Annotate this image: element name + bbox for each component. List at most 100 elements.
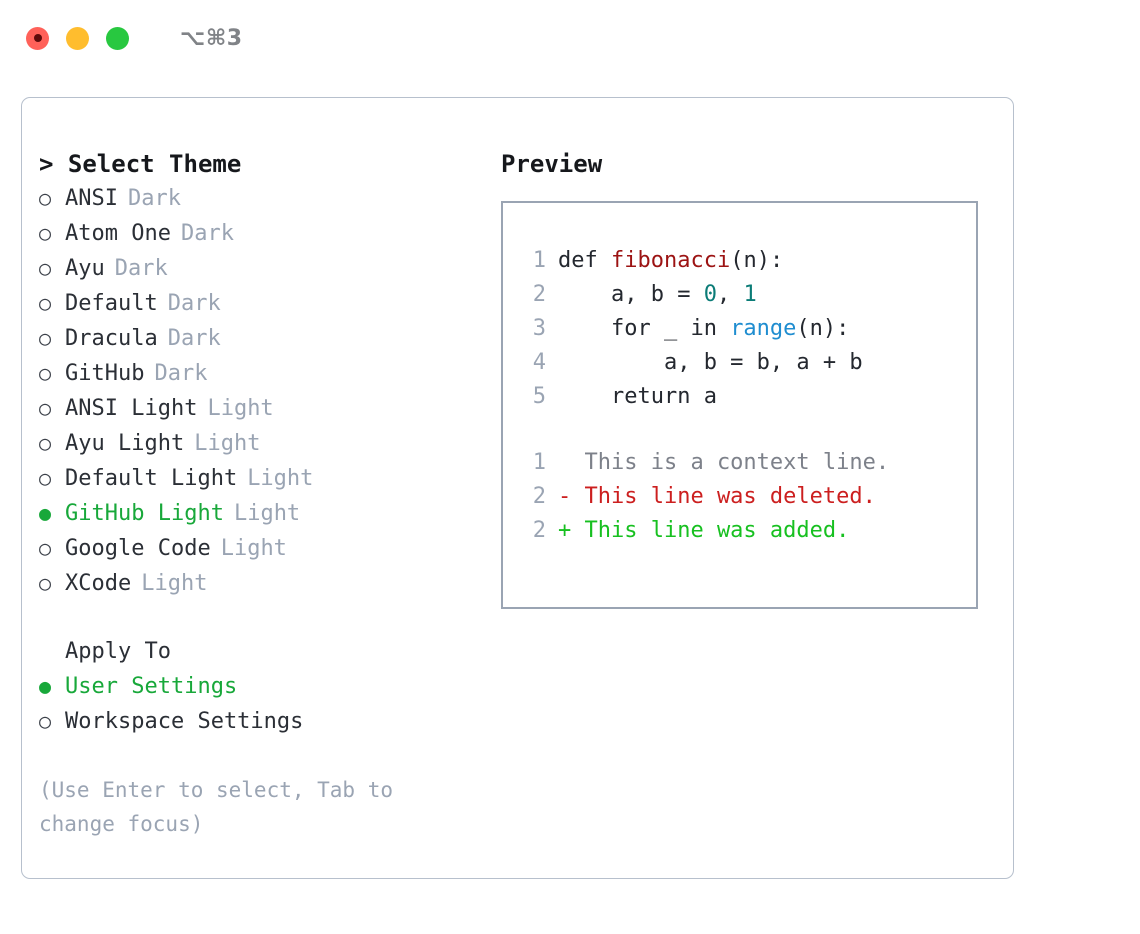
theme-variant-tag: Dark <box>114 256 168 281</box>
traffic-lights <box>26 26 129 50</box>
maximize-button[interactable] <box>106 26 129 50</box>
code-token: (n): <box>730 248 784 273</box>
radio-unselected-icon: ○ <box>39 186 52 210</box>
theme-option-label: ANSI Light <box>65 396 198 421</box>
code-text: def fibonacci(n): <box>558 244 783 278</box>
radio-unselected-icon: ○ <box>39 326 52 350</box>
preview-title: Preview <box>501 150 603 178</box>
apply-to-list: ● User Settings ○ Workspace Settings <box>39 669 499 739</box>
apply-to-option-label: Workspace Settings <box>65 709 304 734</box>
radio-unselected-icon: ○ <box>39 709 52 733</box>
diff-sample: 1 This is a context line.2- This line wa… <box>516 446 970 548</box>
radio-unselected-icon: ○ <box>39 396 52 420</box>
theme-option-default-light[interactable]: ○ Default Light Light <box>39 461 499 496</box>
theme-variant-tag: Dark <box>180 221 234 246</box>
code-token: range <box>730 316 797 341</box>
theme-variant-tag: Dark <box>154 361 208 386</box>
theme-option-ayu-light[interactable]: ○ Ayu Light Light <box>39 426 499 461</box>
line-number: 2 <box>532 282 546 307</box>
theme-option-ansi-light[interactable]: ○ ANSI Light Light <box>39 391 499 426</box>
code-token: 1 <box>743 282 757 307</box>
theme-option-label: Default <box>65 291 158 316</box>
code-text: for _ in range(n): <box>558 312 849 346</box>
theme-variant-tag: Light <box>247 466 314 491</box>
code-token: return a <box>558 384 717 409</box>
line-number: 2 <box>532 518 546 543</box>
diff-text: - This line was deleted. <box>558 484 876 509</box>
diff-line: 2- This line was deleted. <box>516 480 970 514</box>
theme-variant-tag: Light <box>207 396 274 421</box>
code-token: (n): <box>796 316 850 341</box>
code-text: a, b = 0, 1 <box>558 278 757 312</box>
line-number: 1 <box>532 450 546 475</box>
theme-option-ayu[interactable]: ○ Ayu Dark <box>39 251 499 286</box>
code-token: , <box>716 282 744 307</box>
theme-option-label: XCode <box>65 571 132 596</box>
theme-variant-tag: Dark <box>167 326 221 351</box>
theme-variant-tag: Light <box>233 501 301 526</box>
theme-option-default[interactable]: ○ Default Dark <box>39 286 499 321</box>
apply-to-option-user-settings[interactable]: ● User Settings <box>39 669 499 704</box>
theme-option-xcode[interactable]: ○ XCode Light <box>39 566 499 601</box>
radio-unselected-icon: ○ <box>39 256 52 280</box>
radio-unselected-icon: ○ <box>39 291 52 315</box>
diff-line: 1 This is a context line. <box>516 446 970 480</box>
radio-unselected-icon: ○ <box>39 466 52 490</box>
line-number: 3 <box>532 316 546 341</box>
code-token: a, b = b, a + b <box>558 350 863 375</box>
theme-option-label: GitHub Light <box>65 501 224 526</box>
theme-variant-tag: Dark <box>167 291 221 316</box>
close-button[interactable] <box>26 26 49 50</box>
diff-text: This is a context line. <box>558 450 890 475</box>
title-bar: ⌥⌘3 <box>0 0 1140 76</box>
theme-variant-tag: Light <box>220 536 287 561</box>
apply-to-option-workspace-settings[interactable]: ○ Workspace Settings <box>39 704 499 739</box>
select-theme-header: > Select Theme <box>39 150 242 178</box>
theme-option-github[interactable]: ○ GitHub Dark <box>39 356 499 391</box>
code-line: 4 a, b = b, a + b <box>516 346 970 380</box>
code-token: for _ in <box>558 316 731 341</box>
theme-variant-tag: Light <box>194 431 261 456</box>
radio-unselected-icon: ○ <box>39 361 52 385</box>
code-token: fibonacci <box>610 248 731 273</box>
theme-option-github-light[interactable]: ● GitHub Light Light <box>39 496 499 531</box>
diff-text: + This line was added. <box>558 518 850 543</box>
code-token: 0 <box>703 282 717 307</box>
theme-option-label: Atom One <box>65 221 171 246</box>
line-number: 5 <box>532 384 546 409</box>
theme-variant-tag: Light <box>141 571 208 596</box>
code-text: a, b = b, a + b <box>558 346 863 380</box>
apply-to-option-label: User Settings <box>65 674 238 699</box>
diff-line: 2 + This line was added. <box>516 514 970 548</box>
theme-option-label: GitHub <box>65 361 145 386</box>
code-text: return a <box>558 380 717 414</box>
theme-option-label: Ayu <box>65 256 105 281</box>
apply-to-header: Apply To <box>65 639 171 664</box>
keyboard-shortcut-label: ⌥⌘3 <box>180 25 243 51</box>
code-line: 5 return a <box>516 380 970 414</box>
code-line: 3 for _ in range(n): <box>516 312 970 346</box>
theme-option-label: Default Light <box>65 466 238 491</box>
radio-unselected-icon: ○ <box>39 431 52 455</box>
minimize-button[interactable] <box>66 26 89 50</box>
radio-selected-icon: ● <box>39 501 52 525</box>
radio-unselected-icon: ○ <box>39 571 52 595</box>
code-diff-spacer <box>516 414 970 446</box>
theme-option-label: Ayu Light <box>65 431 185 456</box>
code-token: a, b = <box>558 282 704 307</box>
line-number: 4 <box>532 350 546 375</box>
theme-variant-tag: Dark <box>127 186 181 211</box>
radio-selected-icon: ● <box>39 674 52 698</box>
